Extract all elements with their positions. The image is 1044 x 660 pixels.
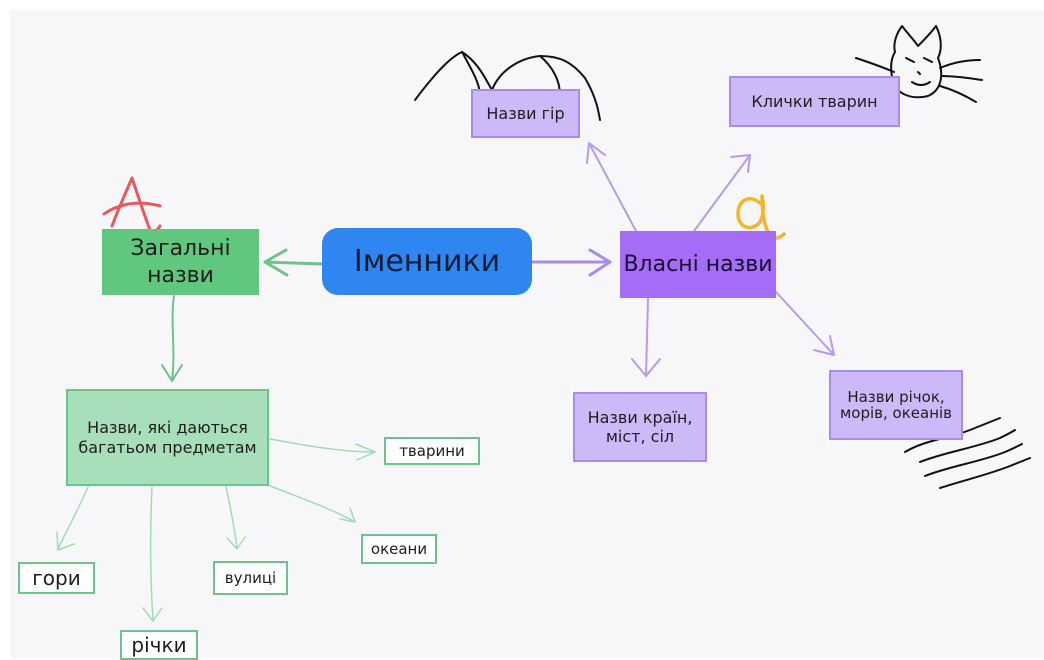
leaf-streets[interactable]: вулиці (213, 561, 288, 595)
many-objects-label: Назви, які даються багатьом предметам (78, 418, 257, 457)
river-names-label: Назви річок, морів, океанів (839, 387, 953, 422)
mountain-names-label: Назви гір (486, 103, 565, 123)
root-label: Іменники (353, 243, 501, 279)
mountains-label: гори (32, 566, 81, 590)
leaf-animals[interactable]: тварини (384, 437, 480, 465)
node-common-names[interactable]: Загальні назви (102, 229, 259, 295)
node-country-names[interactable]: Назви країн, міст, сіл (573, 392, 707, 462)
animals-label: тварини (399, 442, 465, 460)
node-river-names[interactable]: Назви річок, морів, океанів (829, 370, 963, 440)
country-names-label: Назви країн, міст, сіл (587, 407, 693, 446)
root-node-nouns[interactable]: Іменники (322, 228, 532, 295)
leaf-rivers[interactable]: річки (120, 630, 198, 660)
rivers-label: річки (131, 633, 187, 657)
node-many-objects[interactable]: Назви, які даються багатьом предметам (66, 389, 269, 486)
oceans-label: океани (370, 540, 428, 558)
node-proper-names[interactable]: Власні назви (620, 231, 776, 298)
node-pet-names[interactable]: Клички тварин (729, 76, 900, 127)
common-names-label: Загальні назви (130, 235, 231, 289)
node-mountain-names[interactable]: Назви гір (471, 89, 580, 138)
streets-label: вулиці (224, 569, 277, 587)
pet-names-label: Клички тварин (751, 91, 878, 111)
proper-names-label: Власні назви (623, 251, 773, 277)
leaf-mountains[interactable]: гори (18, 562, 95, 594)
leaf-oceans[interactable]: океани (361, 534, 437, 564)
